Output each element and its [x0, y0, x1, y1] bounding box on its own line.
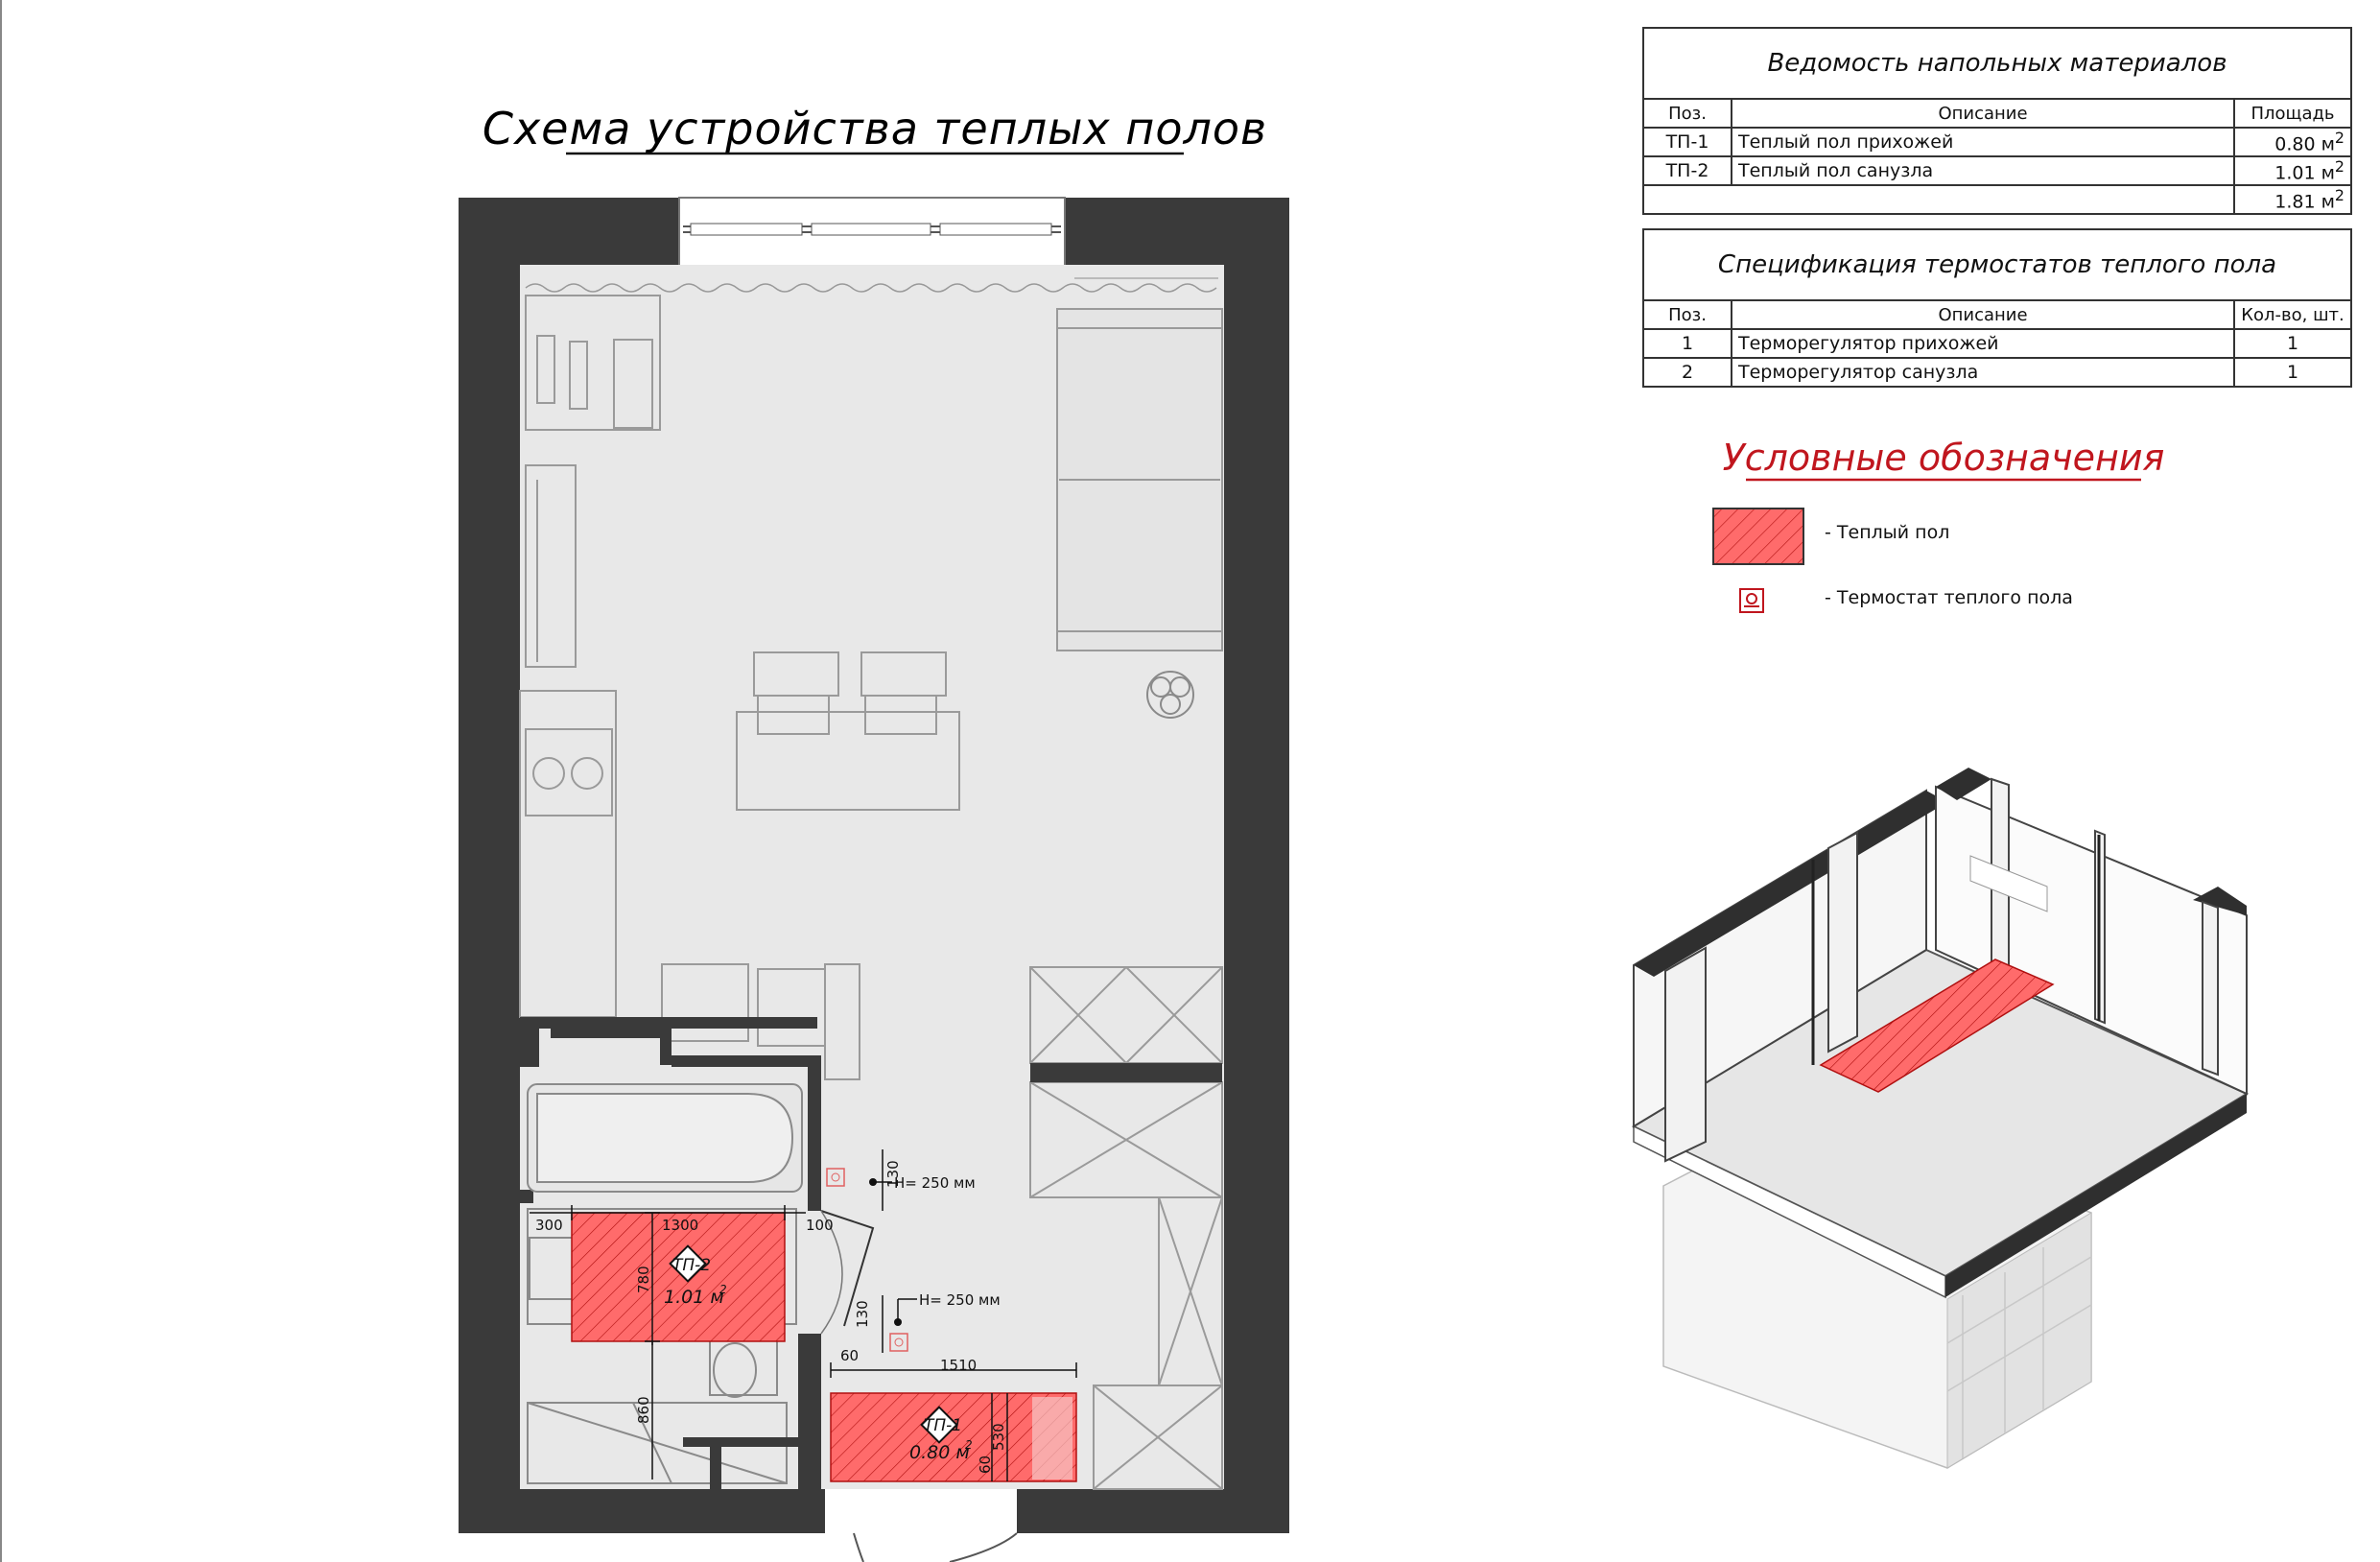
- dim-130-hall: 130: [854, 1300, 871, 1328]
- materials-desc: Теплый пол прихожей: [1731, 127, 2235, 157]
- materials-pos: ТП-1: [1642, 127, 1732, 157]
- materials-header-pos: Поз.: [1642, 98, 1732, 129]
- wardrobe: [1029, 966, 1223, 1490]
- materials-header-area: Площадь: [2233, 98, 2352, 129]
- dim-300: 300: [535, 1217, 563, 1234]
- thermostat-header-desc: Описание: [1731, 299, 2235, 330]
- zone-area-tp2: 1.01 м: [664, 1287, 724, 1308]
- total-spacer: [1642, 184, 2235, 215]
- materials-area-cell: 0.80 м2: [2233, 127, 2352, 157]
- zone-area-tp1-sup: 2: [965, 1438, 973, 1452]
- isometric-view: [1631, 768, 2250, 1469]
- zone-tag-tp1: ТП-1 0.80 м 2: [909, 1406, 973, 1463]
- thermostat-header-pos: Поз.: [1642, 299, 1732, 330]
- plan-title: Схема устройства теплых полов: [483, 103, 1267, 154]
- height-note-hall: Н= 250 мм: [919, 1291, 1001, 1309]
- dim-130-bath: 130: [884, 1160, 902, 1188]
- thermostat-table: Спецификация термостатов теплого пола По…: [1642, 228, 2352, 388]
- zone-tag-tp2: ТП-2 1.01 м 2: [664, 1244, 727, 1308]
- floor-plan: ТП-2 1.01 м 2 ТП-1 0.80 м 2 Н= 250 мм Н=…: [459, 197, 1289, 1562]
- materials-area-cell: 1.01 м2: [2233, 155, 2352, 186]
- curtain-line: [525, 283, 1217, 293]
- table-row-total: 1.81 м2: [1642, 184, 2352, 215]
- table-row: ТП-2 Теплый пол санузла 1.01 м2: [1642, 155, 2352, 186]
- unit-sup: 2: [2334, 157, 2345, 177]
- unit-sup: 2: [2334, 186, 2345, 205]
- materials-total-cell: 1.81 м2: [2233, 184, 2352, 215]
- thermostat-pos: 2: [1642, 357, 1732, 388]
- dining-table: [736, 651, 960, 811]
- bathtub: [527, 1083, 803, 1193]
- materials-pos: ТП-2: [1642, 155, 1732, 186]
- dim-60-top: 60: [840, 1347, 859, 1364]
- table-row: ТП-1 Теплый пол прихожей 0.80 м2: [1642, 127, 2352, 157]
- thermostat-marker-bath: [826, 1168, 892, 1187]
- materials-table-title: Ведомость напольных материалов: [1642, 27, 2352, 100]
- legend-title: Условные обозначения: [1723, 437, 2165, 479]
- legend-thermostat-label: - Термостат теплого пола: [1825, 587, 2073, 608]
- dim-780: 780: [635, 1266, 652, 1293]
- thermostat-pos: 1: [1642, 328, 1732, 359]
- bathroom-door: [820, 1210, 875, 1327]
- dim-530: 530: [990, 1423, 1007, 1451]
- plant: [1146, 671, 1194, 719]
- dim-60-side: 60: [977, 1456, 994, 1474]
- thermostat-desc: Терморегулятор прихожей: [1731, 328, 2235, 359]
- bathroom-walls: [520, 1017, 1222, 1489]
- zone-tag-tp2-label: ТП-2: [672, 1256, 711, 1275]
- thermostat-qty: 1: [2233, 328, 2352, 359]
- materials-area: 0.80 м: [2274, 133, 2335, 155]
- legend-heated-floor-swatch: [1712, 508, 1804, 565]
- dim-1510: 1510: [940, 1357, 977, 1374]
- table-row: 2 Терморегулятор санузла 1: [1642, 357, 2352, 388]
- materials-table: Ведомость напольных материалов Поз. Опис…: [1642, 27, 2352, 215]
- table-row: 1 Терморегулятор прихожей 1: [1642, 328, 2352, 359]
- materials-desc: Теплый пол санузла: [1731, 155, 2235, 186]
- materials-header-desc: Описание: [1731, 98, 2235, 129]
- thermostat-qty: 1: [2233, 357, 2352, 388]
- zone-tag-tp1-label: ТП-1: [924, 1416, 962, 1435]
- thermostat-marker-hall: [889, 1298, 917, 1352]
- thermostat-icon: [1739, 588, 1764, 613]
- dim-1300: 1300: [662, 1217, 698, 1234]
- dim-100: 100: [806, 1217, 834, 1234]
- thermostat-header-qty: Кол-во, шт.: [2233, 299, 2352, 330]
- work-desk: [525, 295, 661, 668]
- thermostat-table-title: Спецификация термостатов теплого пола: [1642, 228, 2352, 301]
- thermostat-desc: Терморегулятор санузла: [1731, 357, 2235, 388]
- materials-area: 1.01 м: [2274, 162, 2335, 184]
- dimension-lines: [530, 1149, 1077, 1481]
- heated-floor-zone-tp2: [571, 1212, 786, 1342]
- height-note-bath: Н= 250 мм: [894, 1174, 976, 1192]
- dim-860: 860: [635, 1396, 652, 1424]
- legend-heated-floor-label: - Теплый пол: [1825, 522, 1950, 543]
- entry-opening: [825, 1489, 1017, 1533]
- zone-area-tp2-sup: 2: [719, 1283, 727, 1296]
- zone-area-tp1: 0.80 м: [909, 1442, 970, 1463]
- sofa: [1056, 308, 1223, 651]
- iso-heated-floor: [1819, 958, 2055, 1093]
- materials-total: 1.81 м: [2274, 191, 2335, 213]
- unit-sup: 2: [2334, 129, 2345, 148]
